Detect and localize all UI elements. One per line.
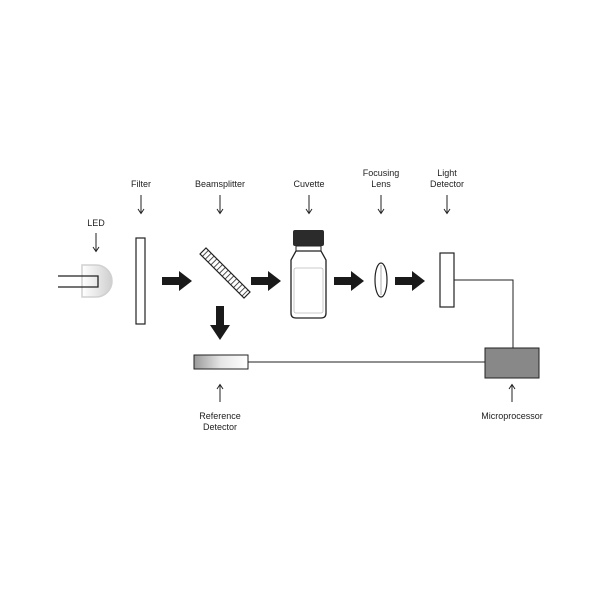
led-leads: [58, 275, 99, 288]
wire-light-detector-to-microprocessor: [454, 279, 514, 348]
led-pointer-arrow: [92, 233, 100, 253]
light-detector: [439, 252, 455, 308]
microprocessor-pointer-arrow: [508, 383, 516, 402]
microprocessor-group: Microprocessor: [481, 347, 543, 421]
led-group: LED: [58, 218, 113, 298]
beam-arrow-1: [162, 271, 192, 291]
filter-pointer-arrow: [137, 195, 145, 215]
filter-label: Filter: [131, 179, 151, 189]
focusing-lens-pointer-arrow: [377, 195, 385, 215]
cuvette-pointer-arrow: [305, 195, 313, 215]
focusing-lens-group: Focusing Lens: [363, 168, 400, 298]
filter-group: Filter: [131, 179, 151, 325]
cuvette-window: [293, 267, 324, 314]
cuvette-group: Cuvette: [290, 179, 327, 319]
cuvette-cap: [293, 230, 324, 246]
beamsplitter-group: Beamsplitter: [195, 179, 251, 299]
focusing-lens-label-line2: Lens: [371, 179, 391, 189]
reference-detector-label-line2: Detector: [203, 422, 237, 432]
reference-detector-label-line1: Reference: [199, 411, 241, 421]
light-detector-group: Light Detector: [430, 168, 464, 308]
filter-plate: [135, 237, 146, 325]
beam-arrow-4: [395, 271, 425, 291]
beam-arrow-3: [334, 271, 364, 291]
microprocessor-label: Microprocessor: [481, 411, 543, 421]
cuvette-neck: [295, 245, 322, 252]
beamsplitter-label: Beamsplitter: [195, 179, 245, 189]
beamsplitter-pointer-arrow: [216, 195, 224, 215]
reference-detector-pointer-arrow: [216, 383, 224, 402]
light-detector-label-line1: Light: [437, 168, 457, 178]
cuvette-body: [290, 250, 327, 319]
light-detector-pointer-arrow: [443, 195, 451, 215]
reference-detector-group: Reference Detector: [193, 354, 249, 432]
beam-arrow-2: [251, 271, 281, 291]
microprocessor: [484, 347, 540, 379]
beam-arrow-down: [210, 306, 230, 340]
reference-detector: [193, 354, 249, 370]
cuvette-label: Cuvette: [293, 179, 324, 189]
light-detector-label-line2: Detector: [430, 179, 464, 189]
led-label: LED: [87, 218, 105, 228]
led-bulb: [81, 264, 113, 298]
focusing-lens-label-line1: Focusing: [363, 168, 400, 178]
beamsplitter-plate: [199, 247, 251, 299]
